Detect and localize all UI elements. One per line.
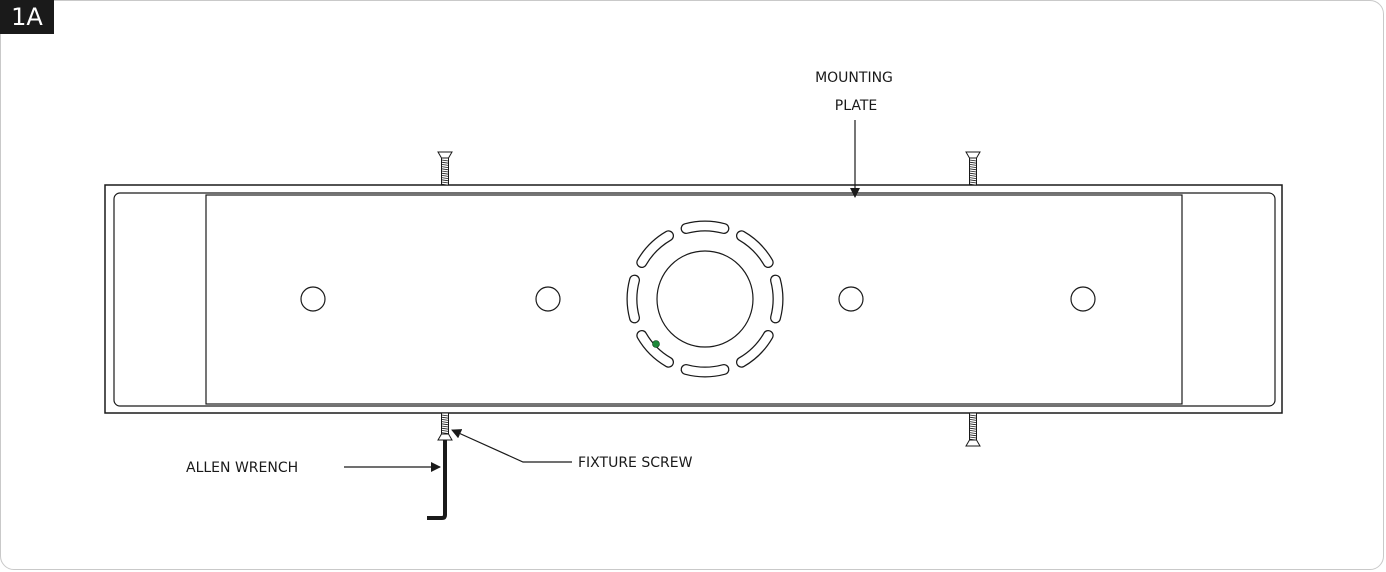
- mounting-hole-3: [838, 286, 864, 312]
- screw-head: [437, 433, 453, 441]
- screw-thread: [969, 159, 977, 162]
- screw-thread: [441, 168, 449, 171]
- screw-thread: [969, 425, 977, 428]
- screw-thread: [441, 427, 449, 430]
- mounting-plate: [205, 194, 1183, 405]
- screw-thread: [969, 177, 977, 179]
- fixture-screw-arrow: [451, 429, 572, 463]
- fixture-screw-label: FIXTURE SCREW: [578, 455, 693, 471]
- screw-thread: [441, 183, 449, 186]
- screw-head: [965, 439, 981, 447]
- allen-wrench-label: ALLEN WRENCH: [186, 460, 298, 476]
- screw-thread: [441, 432, 449, 434]
- screw-thread: [441, 175, 449, 177]
- figure-tag: 1A: [0, 0, 54, 34]
- screw-bottom-right: [965, 412, 981, 447]
- fixture-housing-outer: [104, 184, 1283, 414]
- screw-thread: [441, 181, 449, 184]
- screw-thread: [969, 172, 977, 175]
- screw-thread: [969, 436, 977, 439]
- screw-thread: [969, 168, 977, 171]
- screw-thread: [441, 414, 449, 417]
- ventilation-slot: [627, 275, 639, 323]
- screw-thread: [969, 416, 977, 419]
- ventilation-slot: [771, 275, 783, 323]
- screw-thread: [441, 172, 449, 175]
- screw-thread: [969, 419, 977, 421]
- mounting-hole-2: [535, 286, 561, 312]
- screw-thread: [441, 416, 449, 419]
- screw-thread: [969, 423, 977, 426]
- screw-thread: [969, 164, 977, 166]
- indicator-led: [652, 340, 660, 348]
- screw-thread: [441, 421, 449, 423]
- ventilation-slot: [637, 231, 673, 267]
- screw-thread: [969, 414, 977, 417]
- screw-thread: [969, 432, 977, 434]
- screw-thread: [969, 430, 977, 432]
- screw-bottom-left: [437, 412, 453, 441]
- screw-thread: [441, 419, 449, 421]
- screw-thread: [441, 170, 449, 173]
- screw-thread: [969, 175, 977, 177]
- ventilation-slot: [681, 365, 729, 377]
- screw-thread: [969, 181, 977, 184]
- ventilation-slot: [637, 331, 673, 367]
- screw-thread: [969, 166, 977, 168]
- screw-thread: [969, 183, 977, 186]
- screw-thread: [969, 421, 977, 423]
- screw-thread: [969, 179, 977, 182]
- screw-thread: [441, 166, 449, 168]
- mounting-hole-1: [300, 286, 326, 312]
- allen-wrench: [427, 440, 447, 520]
- mounting-hole-4: [1070, 286, 1096, 312]
- ventilation-slot: [681, 221, 729, 233]
- screw-thread: [969, 427, 977, 430]
- screw-thread: [969, 161, 977, 164]
- screw-thread: [441, 161, 449, 164]
- ventilation-slots: [626, 220, 784, 378]
- screw-top-left: [437, 151, 453, 186]
- ventilation-slot: [737, 231, 773, 267]
- ventilation-slot: [737, 331, 773, 367]
- screw-thread: [969, 170, 977, 173]
- fixture-housing-inner: [113, 192, 1276, 407]
- screw-thread: [441, 159, 449, 162]
- mounting-plate-label-line2: PLATE: [835, 98, 877, 114]
- screw-thread: [441, 430, 449, 432]
- central-hub: [656, 250, 754, 348]
- mounting-plate-label-line1: MOUNTING: [815, 70, 893, 86]
- screw-thread: [969, 434, 977, 437]
- screw-thread: [441, 425, 449, 428]
- screw-thread: [441, 179, 449, 182]
- screw-head: [965, 151, 981, 159]
- screw-head: [437, 151, 453, 159]
- screw-thread: [441, 164, 449, 166]
- screw-thread: [441, 177, 449, 179]
- screw-top-right: [965, 151, 981, 186]
- screw-thread: [441, 423, 449, 426]
